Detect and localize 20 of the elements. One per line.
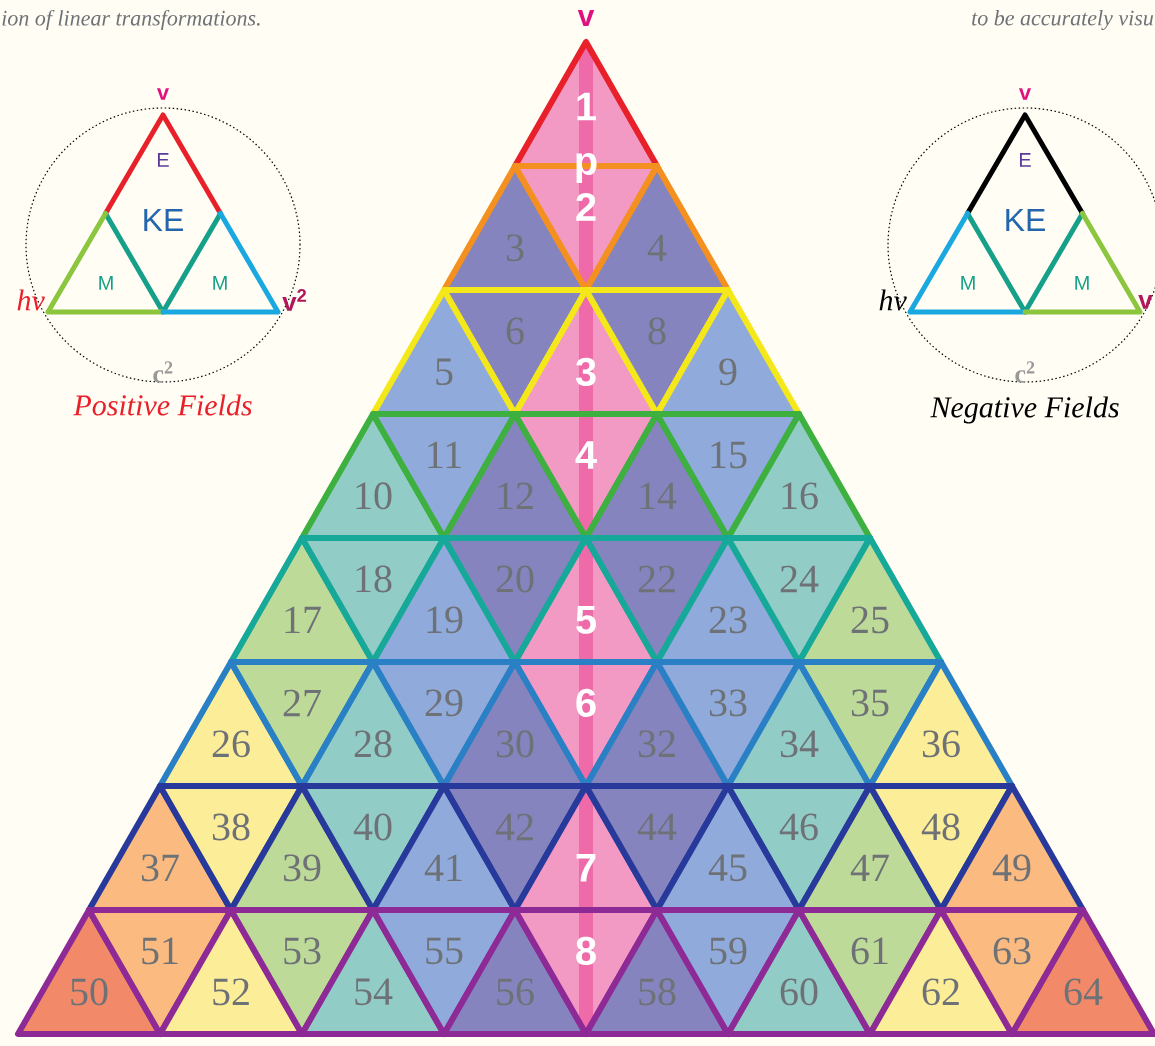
vertex-label: v: [156, 88, 169, 100]
region-label: E: [158, 153, 169, 167]
region-label: M: [1075, 276, 1089, 290]
vertex-label: hν: [17, 289, 45, 311]
region-label: M: [99, 276, 113, 290]
vertex-label: v$^{2}$: [282, 289, 307, 311]
vertex-label: c$^{2}$: [153, 361, 173, 383]
vertex-label: v: [1138, 295, 1153, 309]
region-label: E: [1020, 153, 1031, 167]
cut-off-text: ion of linear transformations.: [2, 9, 260, 31]
inset-caption: Negative Fields: [930, 396, 1119, 424]
vertex-label: c$^{2}$: [1015, 361, 1035, 383]
vertex-label: v: [1019, 88, 1032, 100]
cut-off-text: to be accurately visu: [972, 10, 1154, 30]
region-label: KE: [1006, 209, 1045, 231]
vertex-label: hν: [879, 289, 907, 311]
region-label: M: [213, 276, 227, 290]
inset-caption: Positive Fields: [73, 394, 252, 416]
region-label: M: [961, 276, 975, 290]
region-label: KE: [144, 209, 183, 231]
